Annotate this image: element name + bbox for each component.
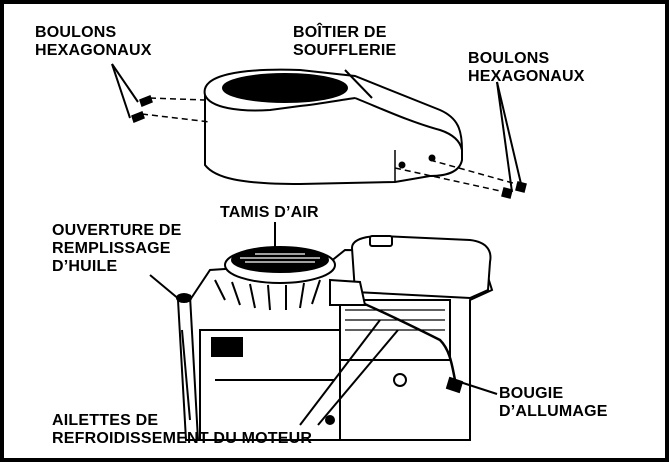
leader-lines [111,63,523,426]
label-cooling-fins-line2: REFROIDISSEMENT DU MOTEUR [52,430,313,447]
label-spark-plug: BOUGIE D’ALLUMAGE [499,385,608,421]
label-bolts-right-line1: BOULONS [468,50,550,67]
label-spark-plug-line1: BOUGIE [499,385,564,402]
label-air-screen-text: TAMIS D’AIR [220,204,319,221]
label-bolts-right: BOULONS HEXAGONAUX [468,50,585,86]
label-air-screen: TAMIS D’AIR [220,204,319,222]
left-hex-bolts [131,95,211,123]
label-blower-housing-line1: BOÎTIER DE [293,24,387,41]
label-oil-fill: OUVERTURE DE REMPLISSAGE D’HUILE [52,222,182,276]
blower-housing-drawing [203,68,463,186]
label-bolts-right-line2: HEXAGONAUX [468,68,585,85]
label-oil-fill-line1: OUVERTURE DE [52,222,182,239]
label-spark-plug-line2: D’ALLUMAGE [499,403,608,420]
engine-drawing [176,234,494,441]
label-bolts-left-line1: BOULONS [35,24,117,41]
label-cooling-fins-line1: AILETTES DE [52,412,159,429]
label-oil-fill-line2: REMPLISSAGE [52,240,171,257]
label-cooling-fins: AILETTES DE REFROIDISSEMENT DU MOTEUR [52,412,312,448]
label-blower-housing-line2: SOUFFLERIE [293,42,397,59]
label-bolts-left: BOULONS HEXAGONAUX [35,24,152,60]
label-oil-fill-line3: D’HUILE [52,258,118,275]
label-bolts-left-line2: HEXAGONAUX [35,42,152,59]
label-blower-housing: BOÎTIER DE SOUFFLERIE [293,24,396,60]
